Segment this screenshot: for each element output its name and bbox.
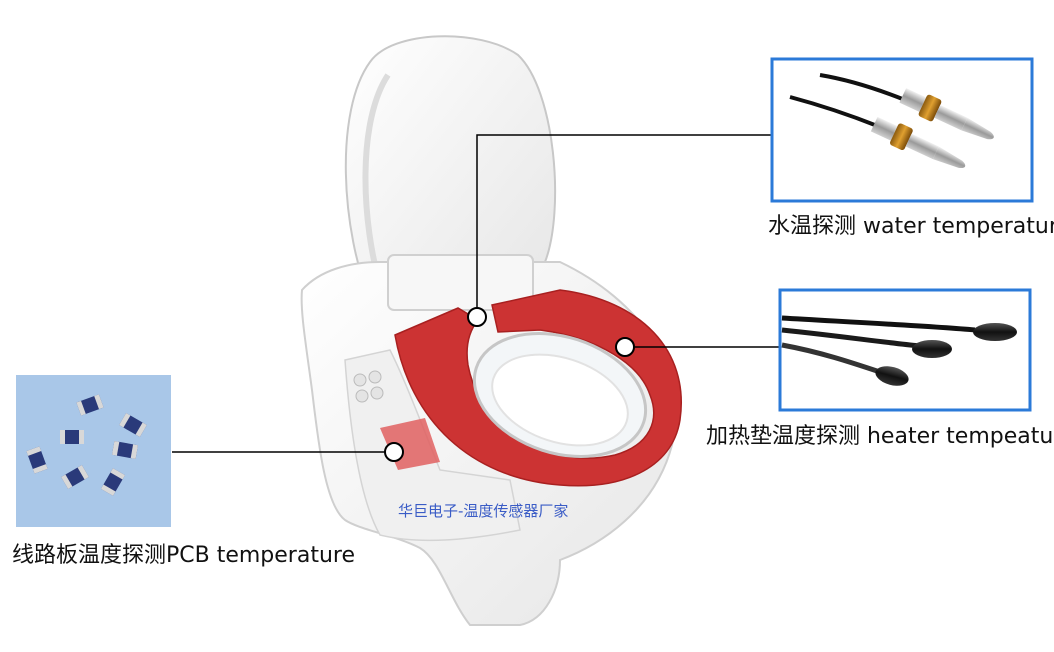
water-temperature-label: 水温探测 water temperature: [768, 214, 1054, 239]
water-sensor-marker: [467, 307, 487, 327]
water-leader-line: [476, 134, 773, 317]
pcb-sensor-marker: [384, 442, 404, 462]
heater-temperature-label: 加热垫温度探测 heater tempeature: [706, 424, 1054, 449]
panel-buttons: [353, 370, 384, 403]
heater-probe-photo: [778, 288, 1032, 412]
watermark-text: 华巨电子-温度传感器厂家: [398, 502, 569, 520]
heater-sensor-marker: [615, 337, 635, 357]
toilet-lid: [344, 35, 557, 307]
toilet-illustration: [300, 35, 682, 626]
control-panel: [344, 349, 521, 542]
leader-lines: [172, 134, 780, 453]
pcb-temperature-label: 线路板温度探测PCB temperature: [12, 543, 355, 568]
pcb-chips-photo: [16, 375, 171, 527]
water-probe-photo: [770, 57, 1034, 203]
